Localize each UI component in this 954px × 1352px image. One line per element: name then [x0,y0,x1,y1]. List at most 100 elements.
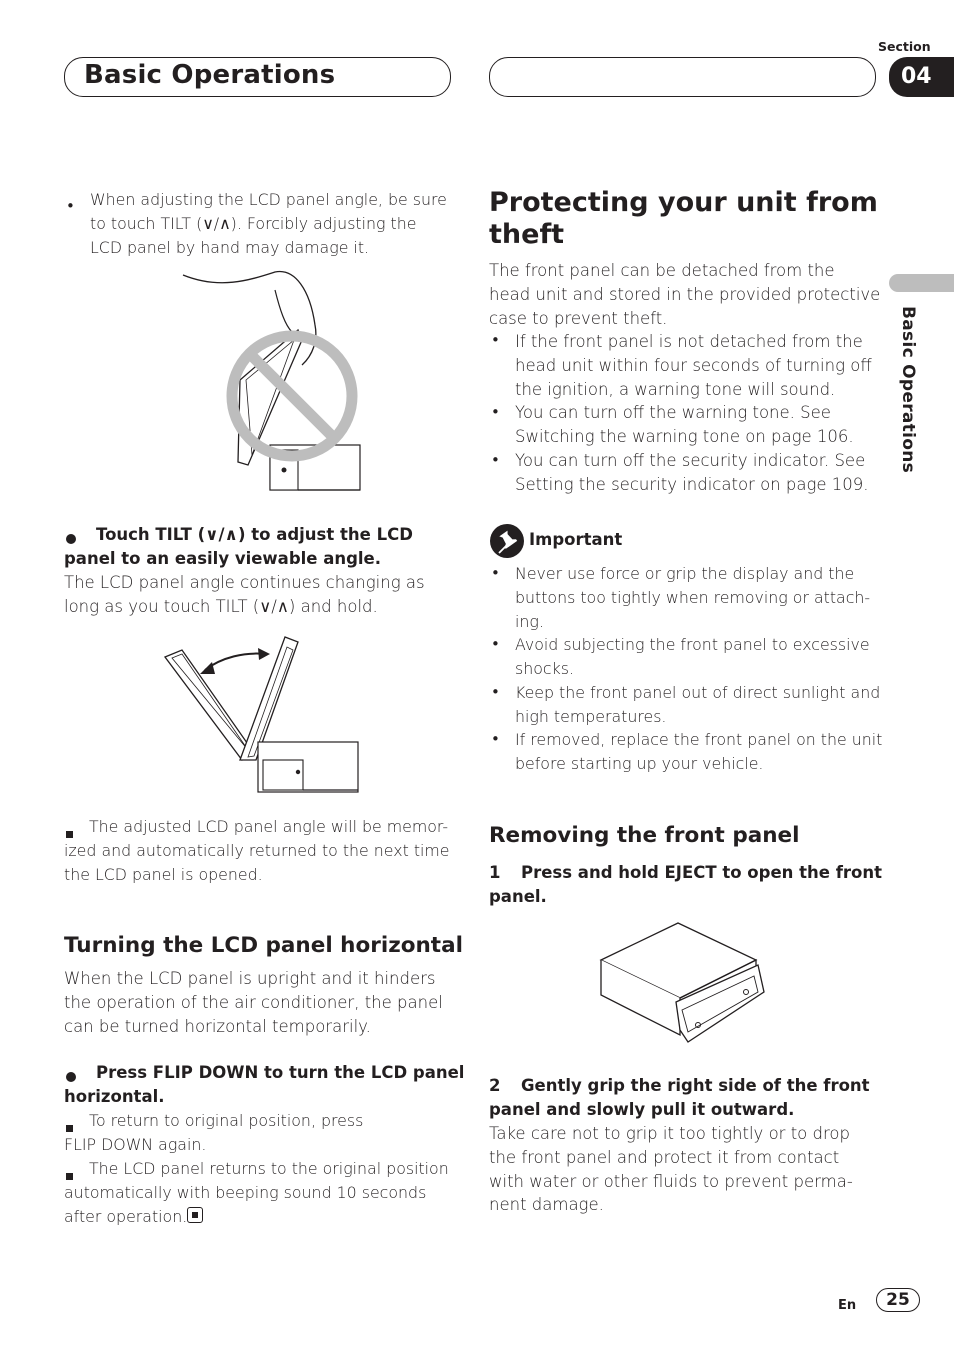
theft-bullet-warning: If the front panel is not detached from … [515,330,872,401]
bullet-line: Keep the front panel out of direct sunli… [515,683,881,702]
instruction-line: panel to an easily viewable angle. [64,548,382,568]
bullet-dot: • [66,197,75,215]
step-number: 1 [489,863,501,882]
bullet-dot: • [491,403,500,421]
body-line: the operation of the air conditioner, th… [64,992,443,1012]
bullet-line: Switching the warning tone on page 106. [515,426,854,446]
important-pin-icon [490,524,524,558]
bullet-line: If the front panel is not detached from … [515,332,863,351]
instruction-touch-tilt: Touch TILT (∨/∧) to adjust the LCD panel… [64,523,413,571]
bullet-circle [66,1067,76,1086]
note-line: to touch TILT (∨/∧). Forcibly adjusting … [90,213,417,233]
tilt-body-text: The LCD panel angle continues changing a… [64,571,425,619]
bullet-line: shocks. [515,658,574,678]
header-title-frame [64,57,451,97]
section-label: Section [878,39,931,54]
step-line: 1 Press and hold EJECT to open the front [489,861,882,885]
instruction-flip-down: Press FLIP DOWN to turn the LCD panel ho… [64,1061,464,1109]
body-line: with water or other fluids to prevent pe… [489,1171,853,1191]
bullet-dot: • [491,635,500,653]
bullet-line: Never use force or grip the display and … [515,564,855,583]
bullet-line: the ignition, a warning tone will sound. [515,379,836,399]
important-label: Important [529,530,623,549]
bullet-dot: • [491,683,500,701]
bullet-dot: • [491,730,500,748]
important-bullet-sunlight: Keep the front panel out of direct sunli… [515,681,880,729]
body-line: The front panel can be detached from the [489,261,835,280]
note-return-position: To return to original position, press FL… [64,1109,363,1157]
step-2: 2 Gently grip the right side of the front… [489,1074,870,1122]
body-line: Take care not to grip it too tightly or … [489,1124,850,1143]
panel-tilt-illustration [163,636,359,793]
bullet-circle [66,529,76,548]
step2-body-text: Take care not to grip it too tightly or … [489,1122,853,1217]
important-bullet-force: Never use force or grip the display and … [515,562,870,633]
body-line: nent damage. [489,1195,604,1215]
bullet-line: before starting up your vehicle. [515,753,764,773]
step-text: Gently grip the right side of the front [521,1076,870,1095]
note-line: When adjusting the LCD panel angle, be s… [90,190,447,209]
instruction-line: Press FLIP DOWN to turn the LCD panel [96,1063,465,1082]
body-line: The LCD panel angle continues changing a… [64,573,425,592]
note-line: To return to original position, press [89,1111,364,1130]
step-text: Press and hold EJECT to open the front [521,863,882,882]
bullet-line: If removed, replace the front panel on t… [515,730,883,749]
note-auto-return: The LCD panel returns to the original po… [64,1157,449,1228]
bullet-line: You can turn off the warning tone. See [515,403,831,422]
theft-bullet-tone: You can turn off the warning tone. See S… [515,401,854,449]
note-line: LCD panel by hand may damage it. [90,237,370,257]
page-number: 25 [876,1288,920,1312]
important-bullet-shocks: Avoid subjecting the front panel to exce… [515,633,870,681]
step-line: panel and slowly pull it outward. [489,1099,795,1119]
horizontal-body-text: When the LCD panel is upright and it hin… [64,967,443,1038]
note-line: after operation. [64,1206,188,1226]
step-line: 2 Gently grip the right side of the front [489,1074,870,1098]
section-number-badge: 04 [889,57,954,97]
bullet-line: Setting the security indicator on page 1… [515,474,869,494]
heading-line: Protecting your unit from [489,187,878,218]
instruction-line: horizontal. [64,1086,165,1106]
step-line: panel. [489,886,547,906]
body-line: can be turned horizontal temporarily. [64,1016,371,1036]
bullet-square [66,823,73,842]
bullet-square [66,1117,73,1136]
instruction-line: Touch TILT (∨/∧) to adjust the LCD [96,525,413,544]
side-section-label: Basic Operations [898,306,918,474]
body-line: long as you touch TILT (∨/∧) and hold. [64,596,378,616]
note-line: the LCD panel is opened. [64,864,263,884]
body-line: the front panel and protect it from cont… [489,1147,840,1167]
theft-bullet-indicator: You can turn off the security indicator.… [515,449,869,497]
bullet-line: ing. [515,611,544,631]
bullet-line: head unit within four seconds of turning… [515,355,872,375]
bullet-dot: • [491,564,500,582]
theft-body-text: The front panel can be detached from the… [489,259,880,330]
note-line: The adjusted LCD panel angle will be mem… [89,817,449,836]
bullet-line: high temperatures. [515,706,667,726]
bullet-line: buttons too tightly when removing or att… [515,587,871,607]
note-lcd-angle: When adjusting the LCD panel angle, be s… [90,188,447,259]
head-unit-eject-illustration [599,922,765,1043]
heading-removing-front-panel: Removing the front panel [489,823,800,848]
body-line: head unit and stored in the provided pro… [489,284,881,304]
side-tab-marker [889,274,954,292]
note-line: ized and automatically returned to the n… [64,840,450,860]
step-number: 2 [489,1076,501,1095]
note-memorized: The adjusted LCD panel angle will be mem… [64,815,450,886]
heading-protecting-theft: Protecting your unit from theft [489,187,878,251]
header-blank-frame [489,57,876,97]
bullet-dot: • [491,331,500,349]
body-line: When the LCD panel is upright and it hin… [64,969,436,988]
note-line: The LCD panel returns to the original po… [89,1159,449,1178]
important-bullet-replace: If removed, replace the front panel on t… [515,728,882,776]
bullet-dot: • [491,451,500,469]
bullet-line: You can turn off the security indicator.… [515,451,866,470]
heading-line: theft [489,219,565,250]
bullet-square [66,1165,73,1184]
prohibited-hand-adjust-illustration [182,270,361,491]
language-label: En [838,1298,857,1313]
bullet-line: Avoid subjecting the front panel to exce… [515,635,870,654]
end-mark-icon [187,1207,203,1223]
heading-turning-horizontal: Turning the LCD panel horizontal [64,933,463,958]
note-line: FLIP DOWN again. [64,1134,207,1154]
